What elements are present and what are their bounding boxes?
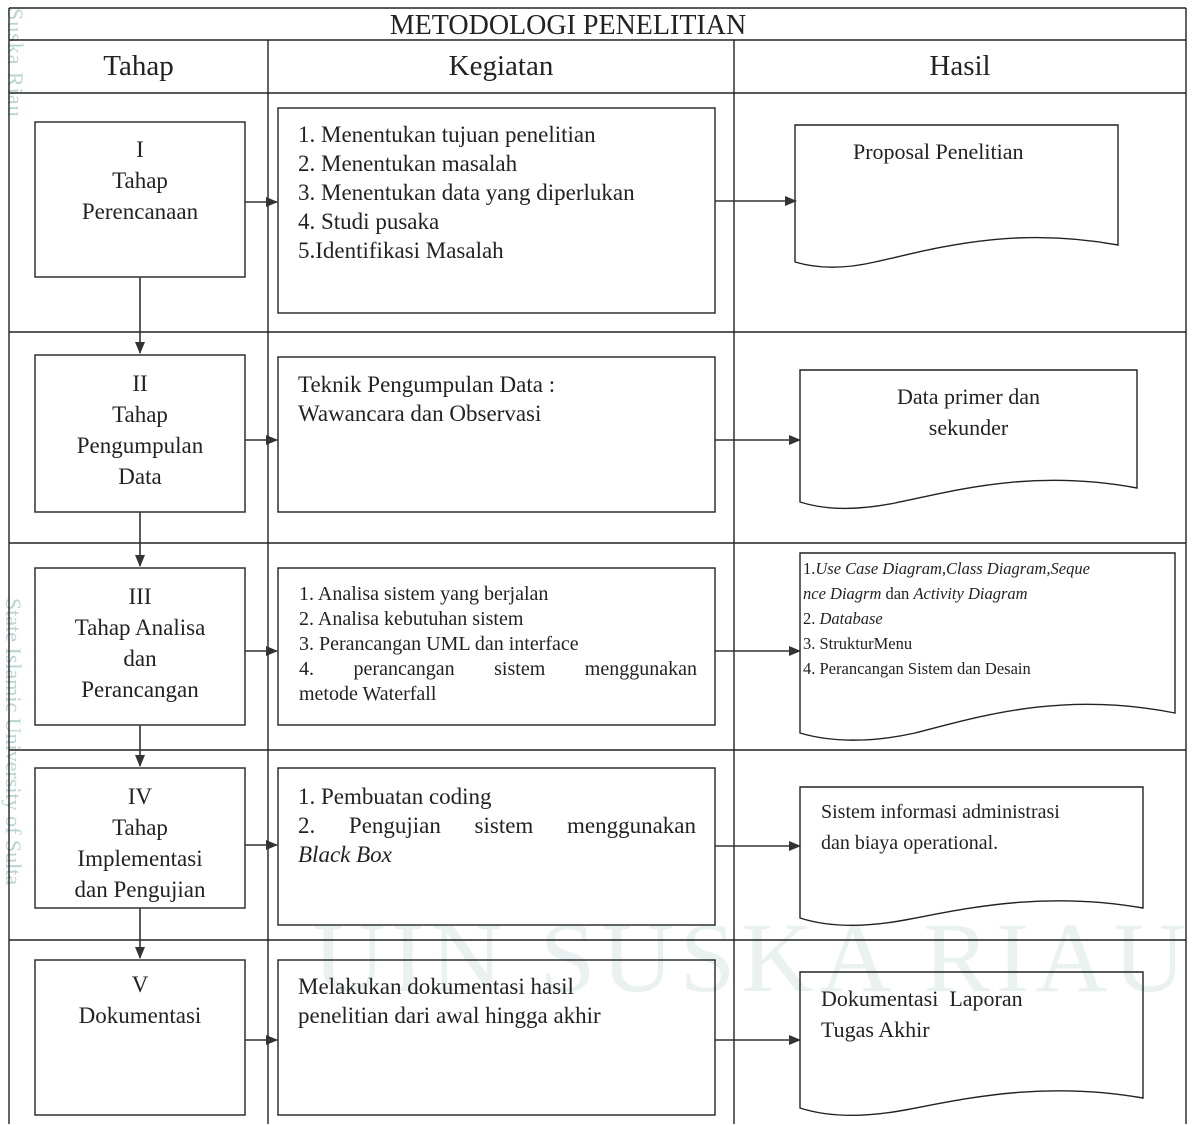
tahap-box-5 [34, 959, 246, 1116]
hasil-doc-2 [799, 369, 1138, 510]
tahap-4-name-line: Tahap [112, 815, 168, 840]
hasil-line: dan biaya operational. [821, 832, 999, 854]
kegiatan-3-list: 1. Analisa sistem yang berjalan 2. Anali… [299, 582, 697, 707]
tahap-5-label: V Dokumentasi [35, 969, 245, 1031]
column-header-tahap: Tahap [103, 50, 174, 82]
kegiatan-item: 2. Pengujian sistem menggunakan [298, 813, 696, 838]
tahap-3-name-line: dan [123, 646, 157, 671]
kegiatan-item: 1. Analisa sistem yang berjalan [299, 583, 549, 605]
tahap-2-label: II Tahap Pengumpulan Data [35, 368, 245, 492]
kegiatan-item: 1. Menentukan tujuan penelitian [298, 122, 596, 147]
kegiatan-item: 1. Pembuatan coding [298, 784, 492, 809]
kegiatan-box-1 [277, 107, 716, 314]
tahap-2-name-line: Tahap [112, 402, 168, 427]
kegiatan-item: 3. Menentukan data yang diperlukan [298, 180, 635, 205]
hasil-doc-3 [799, 552, 1176, 741]
tahap-3-numeral: III [128, 584, 152, 609]
tahap-5-name-line: Dokumentasi [78, 1003, 202, 1028]
hasil-3-l1b: Use Case Diagram,Class Diagram,Seque [815, 559, 1090, 578]
tahap-2-name-line: Data [118, 464, 162, 489]
watermark-left-text-2: State Islamic University of Sulta [1, 598, 26, 886]
kegiatan-box-3 [277, 567, 716, 726]
tahap-3-name-line: Tahap Analisa [74, 615, 206, 640]
hasil-line: 3. StrukturMenu [803, 634, 913, 653]
kegiatan-item: Wawancara dan Observasi [298, 401, 542, 426]
tahap-3-name-line: Perancangan [81, 677, 199, 702]
tahap-2-numeral: II [132, 371, 148, 396]
watermark-left-text: Suska Riau [3, 8, 28, 118]
kegiatan-item: Black Box [298, 842, 392, 867]
hasil-doc-4 [799, 786, 1144, 927]
tahap-3-label: III Tahap Analisa dan Perancangan [35, 581, 245, 705]
tahap-5-numeral: V [131, 972, 149, 997]
kegiatan-2-list: Teknik Pengumpulan Data : Wawancara dan … [298, 370, 555, 428]
hasil-3-l1a: 1. [803, 559, 816, 578]
hasil-doc-5 [799, 971, 1144, 1117]
kegiatan-item: 5.Identifikasi Masalah [298, 238, 504, 263]
tahap-4-label: IV Tahap Implementasi dan Pengujian [35, 781, 245, 905]
table-grid [8, 7, 1187, 1124]
kegiatan-item: 2. Analisa kebutuhan sistem [299, 608, 524, 630]
hasil-3-text: 1.Use Case Diagram,Class Diagram,Seque n… [803, 556, 1090, 681]
hasil-line: 1.Use Case Diagram,Class Diagram,Seque [803, 556, 1090, 581]
watermark-center-text: UIN SUSKA RIAU [313, 902, 1192, 1013]
hasil-3-l2c: Activity Diagram [913, 584, 1028, 603]
kegiatan-1-list: 1. Menentukan tujuan penelitian 2. Menen… [298, 120, 635, 265]
diagram-title: METODOLOGI PENELITIAN [389, 10, 747, 41]
hasil-3-l3b: Database [819, 609, 883, 628]
kegiatan-box-2 [277, 356, 716, 513]
hasil-line: Sistem informasi administrasi [821, 801, 1060, 823]
tahap-1-label: I Tahap Perencanaan [35, 134, 245, 227]
kegiatan-item: 2. Menentukan masalah [298, 151, 518, 176]
kegiatan-item: Teknik Pengumpulan Data : [298, 372, 556, 397]
tahap-4-name-line: dan Pengujian [74, 877, 206, 902]
kegiatan-4-list: 1. Pembuatan coding 2. Pengujian sistem … [298, 782, 696, 869]
column-header-kegiatan: Kegiatan [448, 50, 554, 82]
hasil-2-text: Data primer dan sekunder [800, 381, 1137, 443]
tahap-4-name-line: Implementasi [77, 846, 203, 871]
hasil-doc-1 [794, 124, 1119, 268]
hasil-line: Proposal Penelitian [853, 139, 1024, 164]
kegiatan-box-5 [277, 959, 716, 1116]
hasil-line: Tugas Akhir [821, 1017, 930, 1042]
kegiatan-item: 4. perancangan sistem menggunakan [299, 658, 697, 680]
tahap-1-name-line: Perencanaan [81, 199, 199, 224]
kegiatan-item: Melakukan dokumentasi hasil [298, 974, 574, 999]
hasil-line: Data primer dan [897, 384, 1040, 409]
tahap-1-numeral: I [136, 137, 144, 162]
hasil-line: Dokumentasi Laporan [821, 986, 1023, 1011]
hasil-line: sekunder [928, 415, 1009, 440]
kegiatan-item: penelitian dari awal hingga akhir [298, 1003, 601, 1028]
kegiatan-item: 4. Studi pusaka [298, 209, 440, 234]
hasil-3-l3a: 2. [803, 609, 820, 628]
tahap-2-name-line: Pengumpulan [76, 433, 204, 458]
kegiatan-item: 3. Perancangan UML dan interface [299, 633, 579, 655]
hasil-1-text: Proposal Penelitian [853, 136, 1023, 167]
kegiatan-item: metode Waterfall [299, 683, 437, 705]
hasil-4-text: Sistem informasi administrasi dan biaya … [821, 797, 1060, 859]
kegiatan-5-list: Melakukan dokumentasi hasil penelitian d… [298, 972, 601, 1030]
hasil-line: 4. Perancangan Sistem dan Desain [803, 659, 1031, 678]
tahap-1-name-line: Tahap [112, 168, 168, 193]
hasil-3-l2b: dan [881, 584, 914, 603]
hasil-3-l2a: nce Diagrm [803, 584, 882, 603]
tahap-4-numeral: IV [127, 784, 153, 809]
column-header-hasil: Hasil [929, 50, 991, 82]
hasil-5-text: Dokumentasi Laporan Tugas Akhir [821, 983, 1023, 1045]
hasil-line: 2. Database [803, 606, 1090, 631]
hasil-line: nce Diagrm dan Activity Diagram [803, 581, 1090, 606]
